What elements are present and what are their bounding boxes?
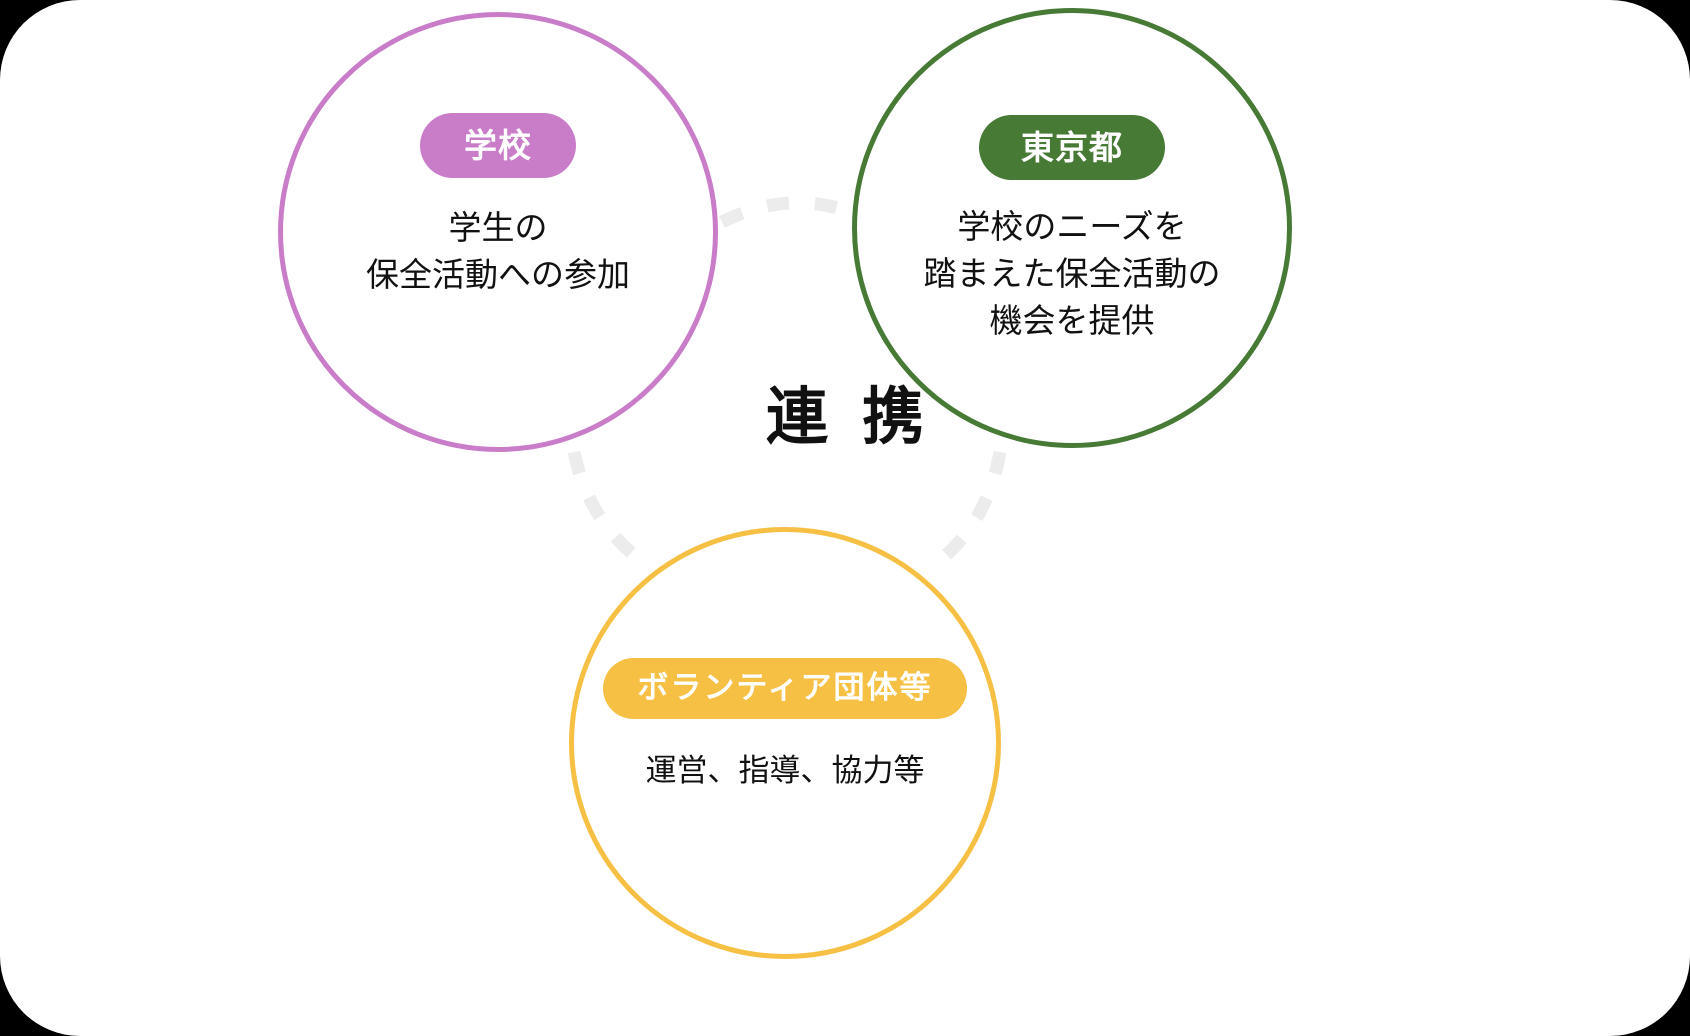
node-volunteer[interactable]: ボランティア団体等 運営、指導、協力等	[569, 527, 1001, 959]
center-label-collaboration: 連携	[765, 380, 958, 453]
node-tokyo-badge: 東京都	[979, 115, 1165, 180]
node-tokyo-body: 学校のニーズを 踏まえた保全活動の 機会を提供	[923, 207, 1221, 340]
node-volunteer-body: 運営、指導、協力等	[645, 753, 925, 789]
node-school-badge: 学校	[420, 113, 576, 178]
node-volunteer-badge: ボランティア団体等	[603, 658, 967, 719]
node-school[interactable]: 学校 学生の 保全活動への参加	[278, 12, 718, 452]
node-school-body: 学生の 保全活動への参加	[366, 208, 630, 294]
node-tokyo[interactable]: 東京都 学校のニーズを 踏まえた保全活動の 機会を提供	[852, 8, 1292, 448]
connector-tokyo-volunteer	[933, 450, 1007, 568]
connector-school-tokyo	[719, 196, 859, 228]
connector-school-volunteer	[567, 450, 645, 566]
